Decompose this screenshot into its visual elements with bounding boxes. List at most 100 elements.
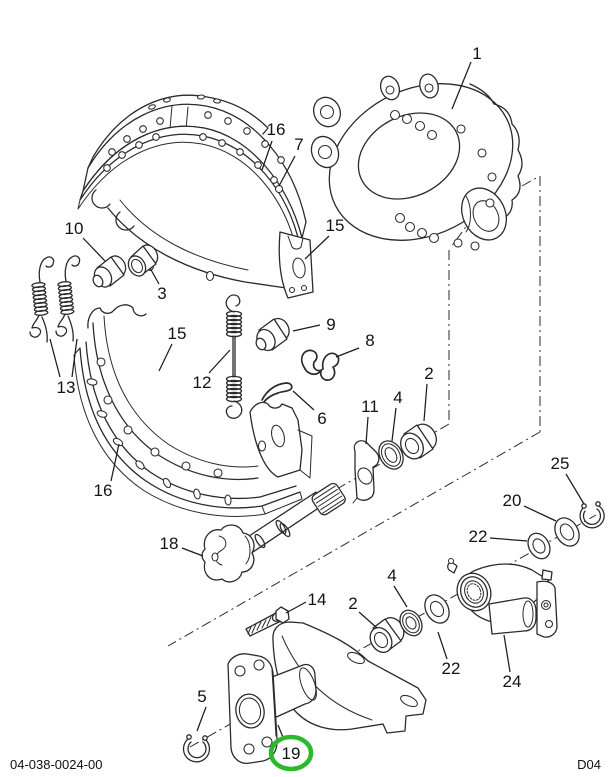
callout-label-15-bottom[interactable]: 15 [168, 324, 187, 343]
callout-15-bottom[interactable]: 15 [158, 324, 187, 372]
callout-22-right[interactable]: 22 [469, 527, 528, 546]
callout-3[interactable]: 3 [149, 267, 167, 303]
callout-label-12[interactable]: 12 [193, 373, 212, 392]
callout-label-6[interactable]: 6 [317, 409, 326, 428]
callout-7[interactable]: 7 [278, 135, 304, 187]
callout-leader [393, 585, 408, 608]
callout-10[interactable]: 10 [65, 219, 106, 262]
callout-label-22-right[interactable]: 22 [469, 527, 488, 546]
callout-leader [292, 324, 321, 332]
callout-25[interactable]: 25 [551, 454, 585, 505]
callout-label-14[interactable]: 14 [308, 590, 327, 609]
spider-bolt-holes [389, 109, 497, 251]
rivet-hole-7 [274, 184, 284, 194]
callout-label-24[interactable]: 24 [503, 672, 522, 691]
callout-label-20[interactable]: 20 [503, 491, 522, 510]
callout-label-9[interactable]: 9 [326, 315, 335, 334]
callout-leader [285, 601, 307, 614]
highlight-circle [268, 734, 314, 772]
callout-11[interactable]: 11 [361, 397, 379, 445]
bushing-bottom [369, 617, 405, 653]
washer-20 [554, 517, 580, 547]
callout-label-16-bottom[interactable]: 16 [94, 481, 113, 500]
camshaft-spline [311, 482, 346, 516]
callout-16-top[interactable]: 16 [261, 120, 286, 171]
callout-1[interactable]: 1 [451, 44, 482, 110]
callout-leader [292, 390, 315, 411]
worm-housing [488, 597, 537, 635]
callout-22-left[interactable]: 22 [437, 631, 461, 678]
callout-18[interactable]: 18 [160, 534, 204, 557]
callout-label-4-bottom[interactable]: 4 [387, 566, 396, 585]
callout-label-22-left[interactable]: 22 [442, 659, 461, 678]
callout-label-16-top[interactable]: 16 [267, 120, 286, 139]
callout-19[interactable]: 19 [268, 724, 314, 772]
callout-leader [437, 631, 448, 660]
shoe-bottom-holes [86, 357, 232, 506]
callout-label-2-bottom[interactable]: 2 [348, 594, 357, 613]
callout-4-top[interactable]: 4 [391, 388, 403, 442]
callout-12[interactable]: 12 [193, 349, 231, 392]
callout-leader [423, 383, 428, 422]
washer-22-left [424, 594, 450, 624]
callout-leader [158, 343, 173, 372]
anchor-roller [92, 255, 127, 288]
callout-label-8[interactable]: 8 [365, 331, 374, 350]
retainer-clip [300, 349, 340, 381]
callout-2-top[interactable]: 2 [423, 364, 434, 422]
callout-6[interactable]: 6 [292, 390, 327, 428]
callout-label-18[interactable]: 18 [160, 534, 179, 553]
retracting-springs [29, 255, 81, 343]
callout-leader [503, 634, 511, 673]
callout-leader [451, 61, 472, 110]
callout-label-7[interactable]: 7 [294, 135, 303, 154]
callout-label-25[interactable]: 25 [551, 454, 570, 473]
bushing-top [400, 423, 437, 460]
brake-shoe-top [77, 94, 314, 299]
callout-24[interactable]: 24 [503, 634, 522, 691]
callout-leader [565, 473, 585, 505]
callout-9[interactable]: 9 [292, 315, 336, 334]
brake-spider [310, 73, 523, 251]
callout-leader [278, 155, 296, 187]
callout-5[interactable]: 5 [196, 687, 207, 732]
callout-13[interactable]: 13 [49, 338, 78, 397]
callout-label-19[interactable]: 19 [282, 744, 301, 763]
callout-8[interactable]: 8 [335, 331, 375, 358]
callout-14[interactable]: 14 [285, 590, 327, 614]
callout-label-2-top[interactable]: 2 [424, 364, 433, 383]
spring-clip [261, 382, 293, 403]
callout-20[interactable]: 20 [503, 491, 557, 522]
callout-leader [181, 547, 204, 557]
callout-label-15-top[interactable]: 15 [326, 216, 345, 235]
callout-4-bottom[interactable]: 4 [387, 566, 408, 608]
s-cam-head [201, 524, 255, 583]
snap-ring-25 [579, 501, 605, 529]
callout-label-3[interactable]: 3 [157, 284, 166, 303]
callout-label-13[interactable]: 13 [57, 378, 76, 397]
spring-left [29, 256, 55, 343]
callout-16-bottom[interactable]: 16 [94, 443, 120, 500]
callout-label-10[interactable]: 10 [65, 219, 84, 238]
callout-label-11[interactable]: 11 [361, 397, 379, 416]
part-number: 04-038-0024-00 [10, 757, 103, 772]
callout-label-5[interactable]: 5 [197, 687, 206, 706]
seal-washer-bottom [399, 609, 423, 637]
callout-2-bottom[interactable]: 2 [348, 594, 378, 629]
callout-leader [82, 237, 106, 262]
snap-ring-5 [182, 734, 211, 763]
page-code: D04 [577, 757, 601, 772]
callout-leader [261, 140, 273, 171]
bushing-3 [127, 244, 159, 277]
callout-leader [71, 338, 78, 378]
callout-label-4-top[interactable]: 4 [393, 388, 402, 407]
callout-leader [49, 338, 61, 378]
spring-right [55, 255, 81, 342]
bolt [245, 606, 290, 637]
callout-leader [335, 347, 360, 358]
callout-15-top[interactable]: 15 [304, 216, 345, 260]
callout-label-1[interactable]: 1 [472, 44, 481, 63]
